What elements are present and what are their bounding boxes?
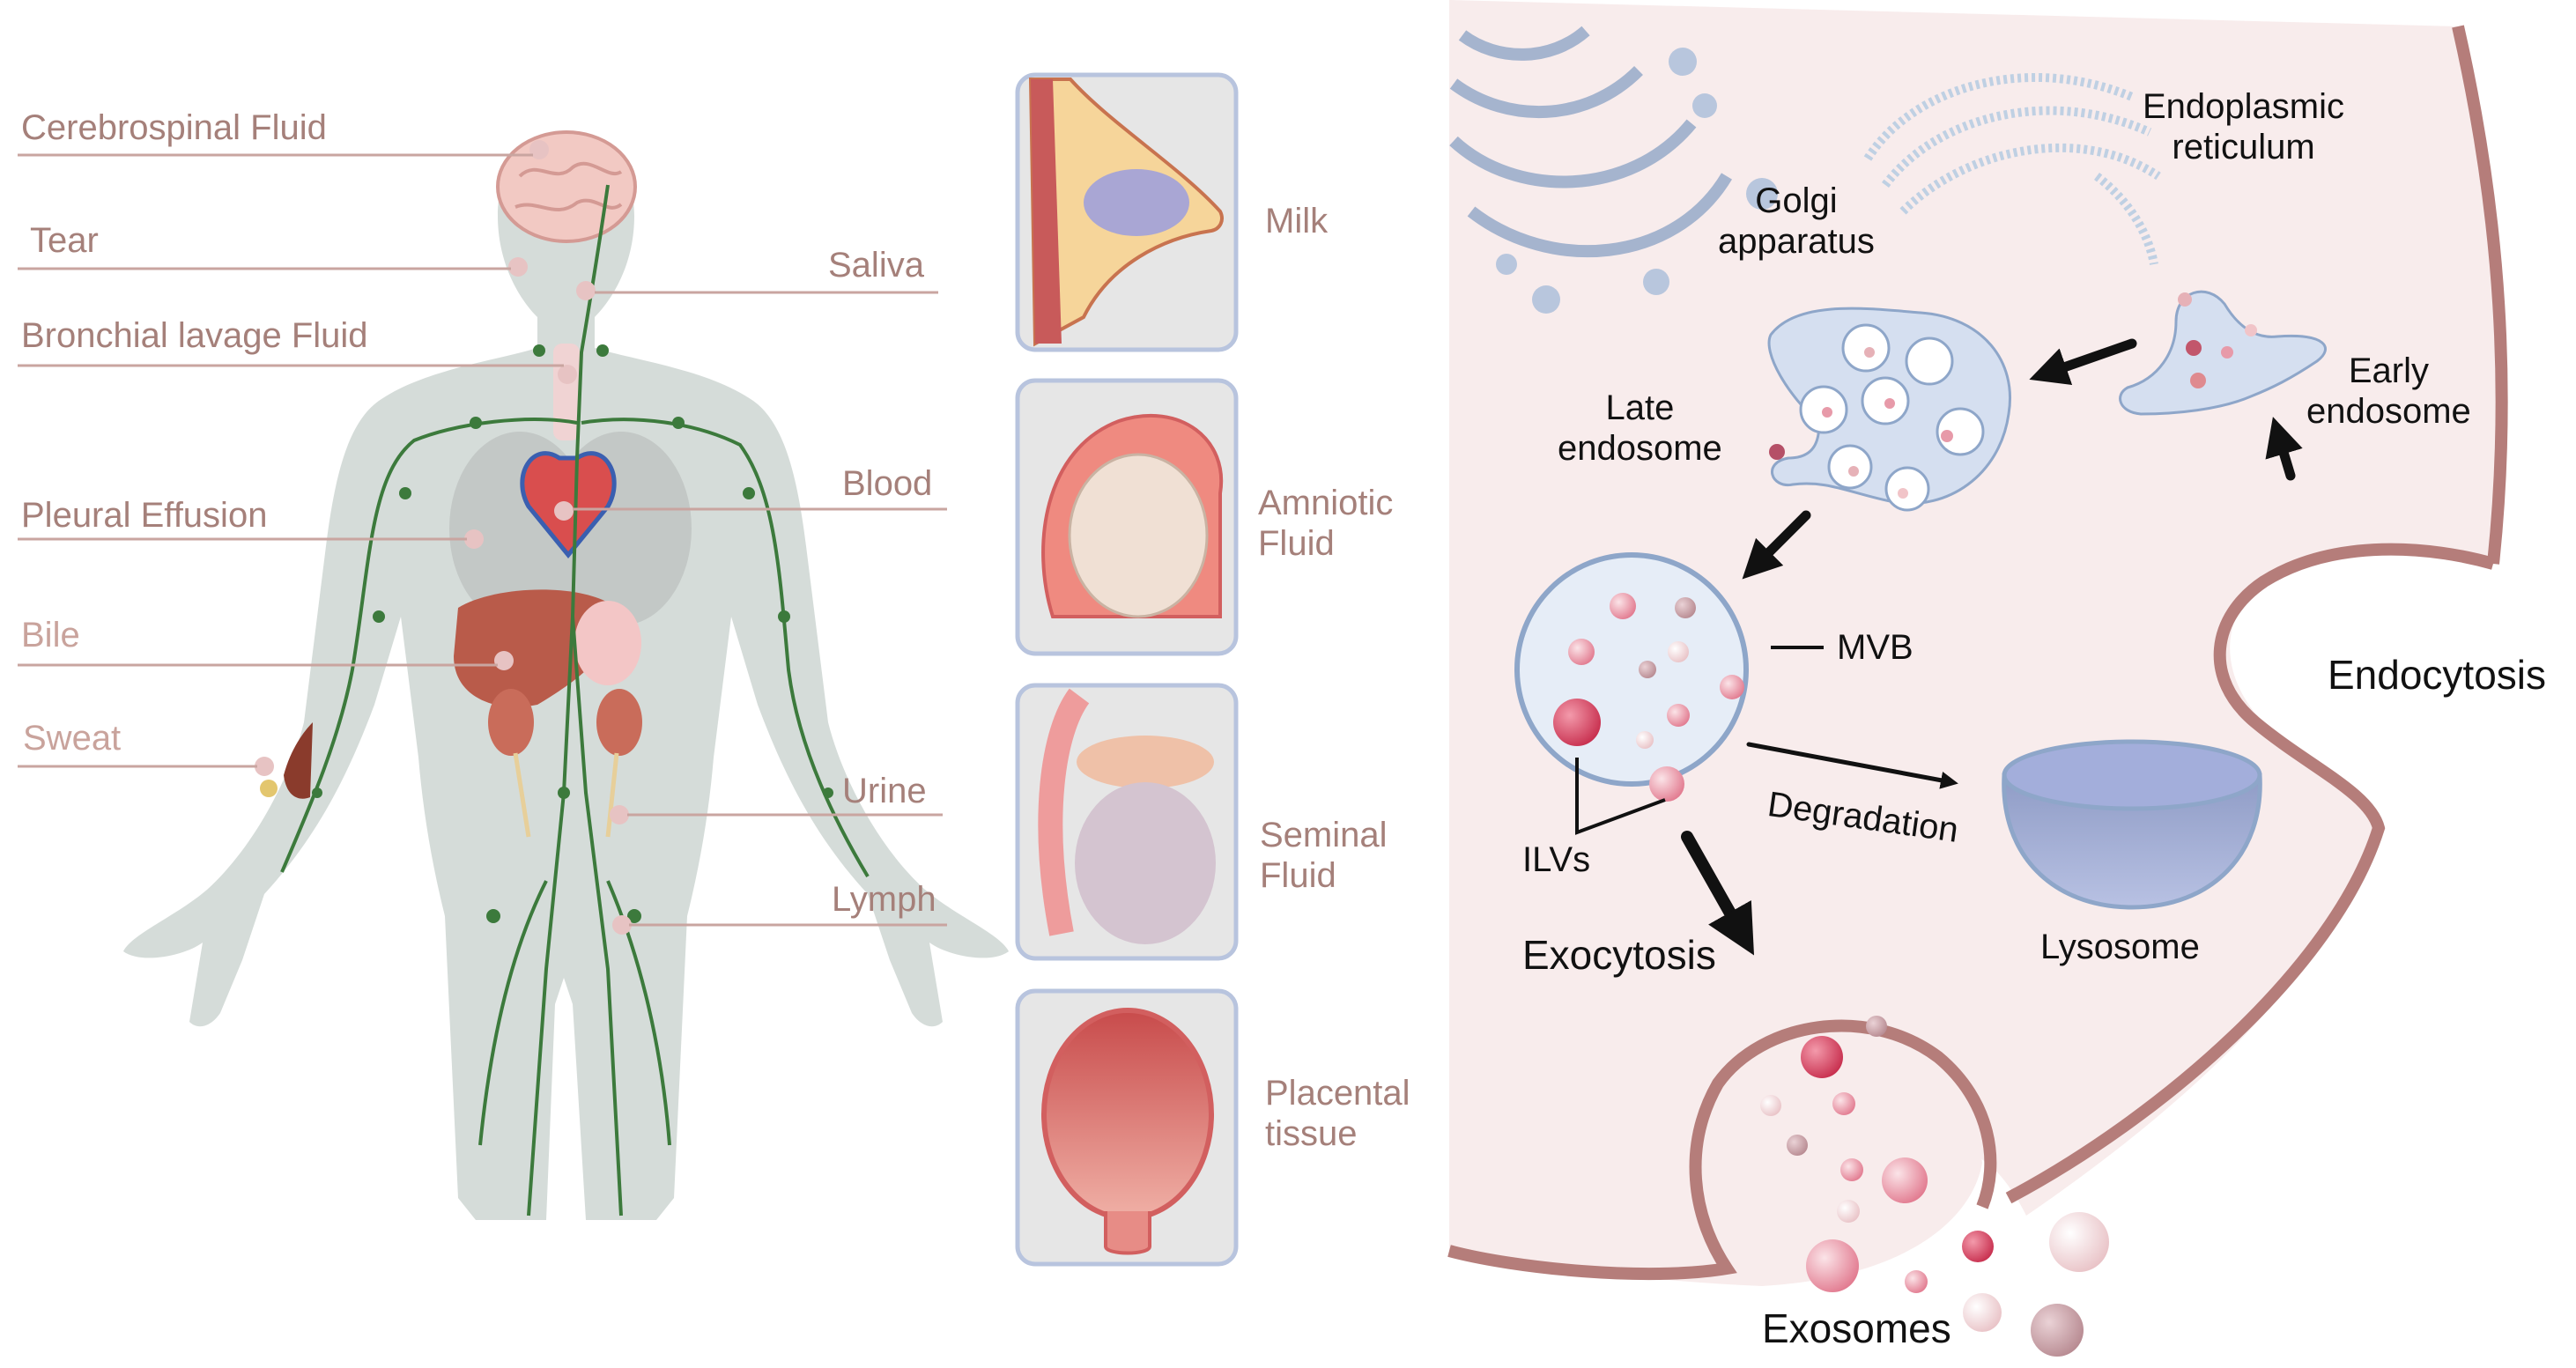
- label-bronchial-lavage-fluid: Bronchial lavage Fluid: [21, 316, 368, 355]
- cervix: [1104, 1211, 1151, 1255]
- fluid-source-dots: [255, 140, 632, 935]
- brain-icon: [496, 130, 637, 243]
- label-amniotic-fluid: Amniotic Fluid: [1258, 484, 1394, 563]
- pathway-arrows: [1681, 338, 2303, 956]
- label-pleural-effusion: Pleural Effusion: [21, 496, 268, 535]
- arrow-early-to-late: [2029, 338, 2137, 386]
- human-body-figure: [18, 130, 1009, 1220]
- label-endocytosis: Endocytosis: [2328, 652, 2547, 698]
- label-ilvs: ILVs: [1522, 840, 1591, 879]
- label-sweat: Sweat: [23, 719, 122, 758]
- label-milk: Milk: [1265, 202, 1329, 240]
- panel-placental: [1015, 988, 1239, 1267]
- lysosome-rim: [2002, 739, 2262, 811]
- label-exosomes: Exosomes: [1762, 1305, 1951, 1351]
- testis-icon: [1075, 782, 1216, 944]
- right-kidney: [596, 689, 642, 756]
- arrow-endocytosis-to-early: [2265, 417, 2303, 481]
- mvb-ilvs: [1553, 593, 1744, 802]
- label-tear: Tear: [30, 221, 99, 260]
- mammary-glands: [1084, 169, 1189, 236]
- label-seminal-fluid: Seminal Fluid: [1260, 816, 1388, 895]
- ilvs-pointer: [1575, 758, 1666, 835]
- plasma-membrane: [1447, 25, 2508, 1281]
- arrow-late-to-mvb: [1742, 510, 1811, 580]
- trachea: [553, 344, 580, 440]
- label-placental-tissue: Placental tissue: [1265, 1074, 1410, 1153]
- fetus-icon: [1068, 453, 1209, 618]
- panel-seminal: [1015, 683, 1239, 961]
- ureters: [513, 752, 619, 838]
- panel-amniotic: [1015, 378, 1239, 656]
- late-endosome-contents: [1769, 347, 1953, 499]
- arrow-mvb-to-lysosome: [1746, 742, 1958, 789]
- label-lymph: Lymph: [832, 880, 936, 919]
- label-lysosome: Lysosome: [2040, 928, 2200, 966]
- breast-muscle: [1031, 79, 1062, 344]
- label-golgi-apparatus: Golgi apparatus: [1718, 181, 1875, 261]
- label-saliva: Saliva: [828, 246, 924, 285]
- sweat-gland-coil: [260, 780, 278, 797]
- label-late-endosome: Late endosome: [1558, 388, 1722, 468]
- brain-folds: [514, 161, 623, 212]
- golgi-apparatus-icon: [1449, 26, 1732, 257]
- late-endosome-vesicles: [1799, 323, 1985, 512]
- label-blood: Blood: [842, 464, 933, 503]
- exosome-particles: [1760, 1016, 2109, 1357]
- golgi-vesicles: [1496, 48, 1778, 314]
- sweat-gland-icon: [284, 722, 313, 799]
- label-early-endosome: Early endosome: [2306, 351, 2471, 431]
- label-exocytosis: Exocytosis: [1522, 932, 1716, 978]
- arrow-mvb-to-exocytosis: [1681, 831, 1755, 956]
- label-urine: Urine: [842, 772, 927, 810]
- placenta-icon: [1041, 1008, 1214, 1221]
- label-cerebrospinal-fluid: Cerebrospinal Fluid: [21, 108, 327, 147]
- endoplasmic-reticulum-icon: [1863, 72, 2161, 265]
- early-endosome-contents: [2178, 292, 2257, 388]
- panel-milk: [1015, 72, 1239, 352]
- label-mvb: MVB: [1837, 628, 1913, 667]
- mvb-icon: [1514, 552, 1749, 787]
- left-kidney: [488, 689, 534, 756]
- epididymis: [1077, 736, 1214, 788]
- lymph-nodes: [312, 344, 833, 923]
- cell-diagram: [1447, 0, 2508, 1357]
- label-bile: Bile: [21, 616, 80, 654]
- stomach-icon: [574, 601, 641, 685]
- leader-lines: [18, 153, 947, 927]
- label-endoplasmic-reticulum: Endoplasmic reticulum: [2143, 87, 2345, 166]
- vas-deferens: [1038, 688, 1090, 936]
- lysosome-icon: [2002, 773, 2262, 910]
